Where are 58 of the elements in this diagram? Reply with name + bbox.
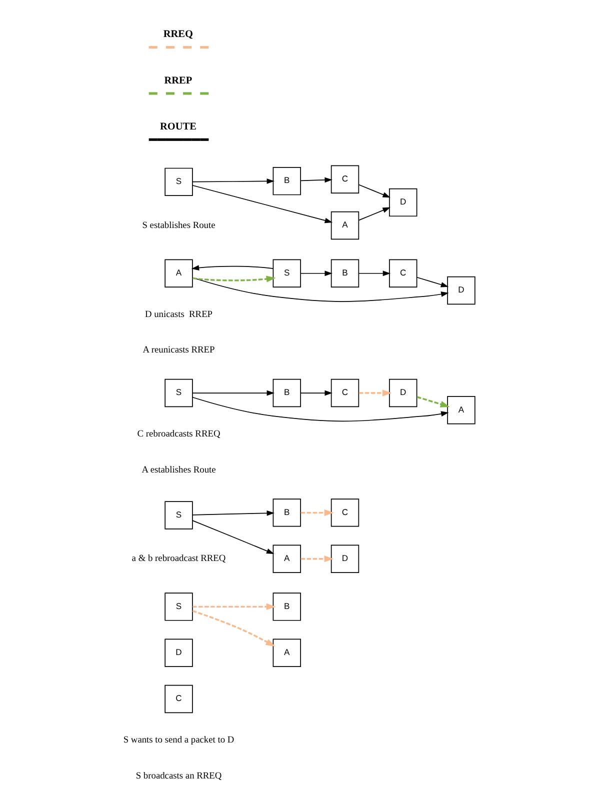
- arrow: [192, 610, 275, 647]
- legend-label: RREQ: [162, 29, 193, 40]
- arrow: [190, 265, 274, 270]
- arrow: [358, 270, 390, 276]
- node-box: B: [272, 498, 300, 527]
- arrow: [300, 556, 334, 562]
- node-box: B: [272, 592, 300, 621]
- node-box: D: [446, 276, 475, 305]
- arrow: [192, 277, 448, 302]
- arrow: [300, 177, 332, 183]
- node-box: A: [446, 396, 475, 424]
- arrow: [300, 270, 332, 276]
- node-box: B: [272, 378, 300, 408]
- arrow: [358, 390, 392, 396]
- arrow: [416, 396, 450, 408]
- node-box: D: [388, 188, 417, 217]
- node-box: B: [272, 166, 300, 196]
- node-box: C: [330, 498, 359, 527]
- node-box: S: [164, 378, 192, 408]
- node-box: S: [164, 501, 192, 530]
- arrow: [192, 603, 276, 610]
- legend-label: RREP: [164, 75, 192, 86]
- arrow: [192, 390, 274, 396]
- label: S establishes Route: [142, 220, 215, 231]
- label: C rebroadcasts RREQ: [136, 429, 220, 440]
- arrow: [192, 184, 332, 224]
- node-box: S: [164, 168, 192, 196]
- label: S wants to send a packet to D: [122, 735, 234, 746]
- arrow: [358, 207, 390, 221]
- node-box: D: [388, 378, 417, 408]
- node-box: C: [164, 684, 192, 714]
- label: A reunicasts RREP: [142, 346, 214, 356]
- arrow: [358, 184, 390, 198]
- node-box: C: [330, 378, 359, 408]
- arrow: [300, 390, 332, 396]
- node-box: C: [388, 259, 417, 288]
- label: a & b rebroadcast RREQ: [131, 554, 226, 564]
- node-box: A: [272, 638, 300, 667]
- arrow: [300, 509, 334, 516]
- legend-label: ROUTE: [159, 121, 196, 132]
- label: S broadcasts an RREQ: [135, 771, 222, 782]
- node-box: S: [272, 259, 300, 288]
- arrow: [192, 178, 274, 184]
- arrow: [192, 396, 448, 422]
- arrow: [192, 510, 274, 516]
- node-box: B: [330, 259, 359, 288]
- label: D unicasts RREP: [144, 310, 212, 320]
- node-box: S: [164, 592, 192, 621]
- label: A establishes Route: [141, 465, 216, 476]
- arrow: [192, 520, 274, 554]
- node-box: A: [272, 544, 300, 573]
- arrow: [416, 276, 448, 288]
- node-box: C: [330, 165, 359, 194]
- arrow: [192, 276, 276, 282]
- node-box: D: [330, 544, 359, 573]
- node-box: D: [164, 638, 192, 667]
- node-box: A: [330, 211, 359, 240]
- node-box: A: [164, 259, 192, 288]
